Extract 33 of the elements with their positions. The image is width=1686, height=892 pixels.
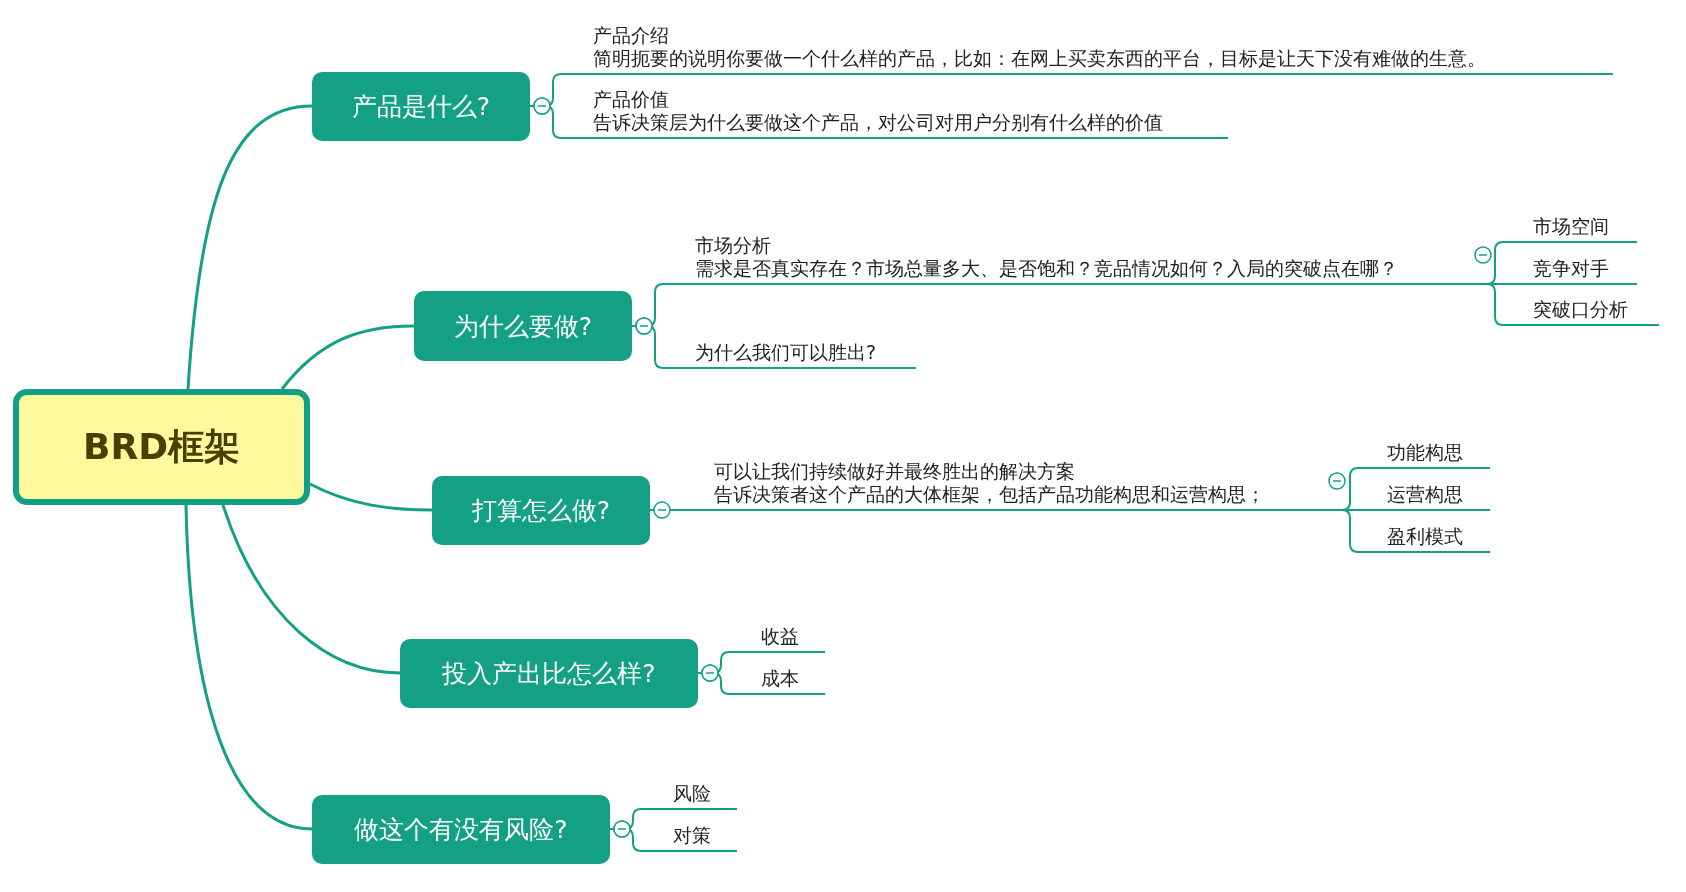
connector-line [184, 504, 313, 831]
underlined-topic: 收益 [729, 617, 825, 653]
topic-box: 投入产出比怎么样? [400, 639, 698, 708]
topic-heading: 产品价值 [593, 88, 670, 111]
topic-box: 为什么要做? [414, 291, 632, 361]
topic-box: 做这个有没有风险? [312, 795, 610, 864]
connector-line [1469, 283, 1504, 326]
connector-line [186, 104, 313, 390]
underlined-topic: 成本 [729, 659, 825, 695]
connector-line [280, 324, 415, 390]
topic-description: 需求是否真实存在？市场总量多大、是否饱和？竞品情况如何？入局的突破点在哪？ [695, 257, 1399, 280]
topic-box: 打算怎么做? [432, 476, 650, 545]
underlined-topic: 风险 [641, 774, 737, 810]
underlined-topic: 功能构思 [1358, 433, 1490, 469]
central-topic-box: BRD框架 [13, 389, 310, 505]
underlined-topic: 运营构思 [1358, 475, 1490, 511]
connector-line [1324, 509, 1359, 553]
underlined-topic: 对策 [641, 816, 737, 852]
topic-box: 产品是什么? [312, 72, 530, 141]
topic-heading: 市场分析 [695, 234, 772, 257]
underlined-topic: 竞争对手 [1503, 249, 1637, 285]
connector-line [649, 501, 691, 519]
underlined-topic: 为什么我们可以胜出? [663, 333, 916, 369]
underlined-topic: 盈利模式 [1358, 516, 1490, 553]
topic-description: 告诉决策层为什么要做这个产品，对公司对用户分别有什么样的价值 [593, 111, 1164, 134]
topic-description: 告诉决策者这个产品的大体框架，包括产品功能构思和运营构思； [714, 483, 1266, 506]
topic-heading: 产品介绍 [593, 24, 670, 47]
connector-line [221, 504, 401, 675]
topic-heading: 可以让我们持续做好并最终胜出的解决方案 [714, 460, 1076, 483]
topic-description: 简明扼要的说明你要做一个什么样的产品，比如：在网上买卖东西的平台，目标是让天下没有难做的生意。 [593, 47, 1487, 70]
underlined-topic: 市场空间 [1503, 208, 1637, 243]
underlined-topic: 突破口分析 [1503, 290, 1659, 326]
connector-line [309, 482, 432, 512]
